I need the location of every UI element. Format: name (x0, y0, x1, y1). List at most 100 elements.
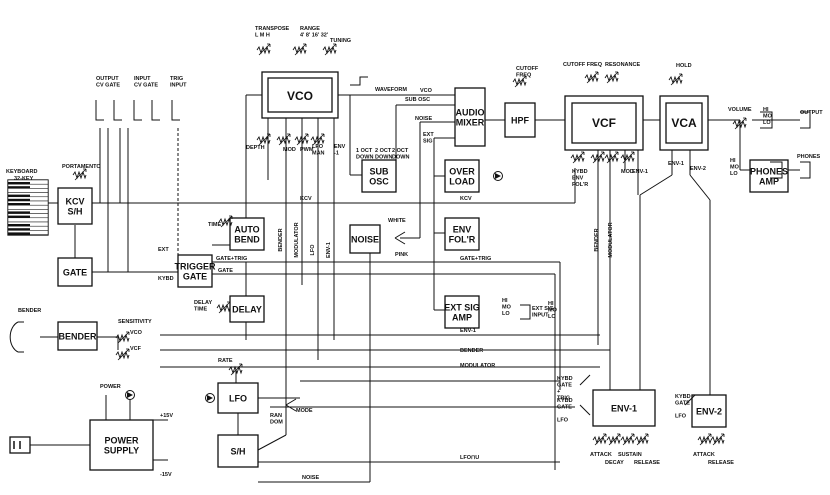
label-bender-vert2: BENDER (594, 228, 600, 251)
label-sens-vcf-0: VCF (130, 346, 142, 352)
env2-label-0: ENV-2 (696, 407, 722, 417)
pot-knob-icon (732, 117, 747, 130)
pot-knob-icon (604, 151, 619, 164)
pot-knob-icon (590, 151, 605, 164)
label-trig-input-0: TRIG (170, 76, 183, 82)
label-release-0: RELEASE (634, 460, 660, 466)
over-load-label-0: OVER (449, 167, 475, 177)
label-pink-0: PINK (395, 252, 408, 258)
label-kybd-gate-lfo-0: KYBD (557, 398, 573, 404)
label-delay-time-0: DELAY (194, 300, 212, 306)
label-env1-line-0: ENV-1 (460, 328, 476, 334)
label-hml2-2: LO (730, 171, 738, 177)
label-ran-dom-1: DOM (270, 420, 283, 426)
ext-sig-amp-label-0: EXT SIG (444, 303, 480, 313)
label-kybd-gate-lfo2-1: GATE (675, 401, 690, 407)
label-kcv-0: KCV (300, 196, 312, 202)
label-lfo-u-0: LFO⊓U (460, 455, 479, 461)
pot-knob-icon (276, 133, 291, 146)
label-lfo-man-1: MAN (312, 151, 325, 157)
pot-knob-icon (620, 151, 635, 164)
label-modulator-vert: MODULATOR (294, 222, 300, 257)
label-hi-mo-lo-ext-0: HI (502, 298, 508, 304)
label-oct-down2b-0: 2 OCT (392, 148, 409, 154)
audio-mixer-label-1: MIXER (456, 118, 485, 128)
label-noise-bottom-0: NOISE (302, 475, 319, 481)
signal-wires (30, 94, 800, 483)
label-env-minus1-0: ENV (334, 144, 346, 150)
label-trig-input-1: INPUT (170, 83, 187, 89)
label-input-jacks-0: INPUT (134, 76, 151, 82)
label-oct-down2b-1: DOWN (392, 155, 409, 161)
label-range-0: RANGE (300, 26, 320, 32)
label-lfo-vert: LFO (310, 244, 316, 256)
label-gate-trig-0: GATE+TRIG (216, 256, 247, 262)
label-gate-trig2-0: GATE+TRIG (460, 256, 491, 262)
pot-knob-icon (218, 215, 233, 228)
label-ext-sig-input-1: INPUT (532, 313, 549, 319)
label-noise-line-0: NOISE (415, 116, 432, 122)
label-attack-0: ATTACK (590, 452, 612, 458)
pot-knob-icon (606, 433, 621, 446)
pot-knob-icon (228, 363, 243, 376)
sub-osc-label-1: OSC (369, 177, 389, 187)
label-power-0: POWER (100, 384, 121, 390)
label-delay-time-1: TIME (194, 307, 207, 313)
label-bender-line-0: BENDER (460, 348, 483, 354)
gate-label-0: GATE (63, 268, 87, 278)
power-supply-label-1: SUPPLY (104, 446, 139, 456)
sh-block: S/H (217, 434, 259, 468)
vcf-block: VCF (564, 95, 644, 151)
env1-label-0: ENV-1 (611, 404, 637, 414)
vco-block: VCO (261, 71, 339, 119)
hpf-block: HPF (504, 102, 536, 138)
label-vco-out-0: VCO (420, 88, 433, 94)
label-oct-down2a-0: 2 OCT (375, 148, 392, 154)
pot-knob-icon (620, 433, 635, 446)
jacks (95, 76, 811, 416)
pot-knob-icon (216, 301, 231, 314)
label-kybd-gate-lfo2-0: KYBD (675, 394, 691, 400)
label-oct-down1-0: 1 OCT (356, 148, 373, 154)
pot-knob-icon (584, 71, 599, 84)
label-transpose-1: L M H (255, 33, 270, 39)
label-hml3-0: HI (548, 301, 554, 307)
pot-knob-icon (256, 43, 271, 56)
label-modulator-line-0: MODULATOR (460, 363, 495, 369)
label-cutoff-freq-hpf-1: FREQ (516, 73, 532, 79)
svg-text:KEYBOARD: KEYBOARD (6, 169, 38, 175)
lfo-block: LFO (217, 382, 259, 414)
env2-block: ENV-2 (691, 394, 727, 428)
label-hml2-0: HI (730, 158, 736, 164)
label-oct-down2a-1: DOWN (375, 155, 392, 161)
label-lfo-man-0: LFO (312, 144, 324, 150)
label-range-1: 4' 8' 16' 32' (300, 33, 329, 39)
pot-knob-icon (634, 433, 649, 446)
vco-title: VCO (287, 89, 313, 103)
pot-knob-icon (604, 71, 619, 84)
label-kybd-env-folr-2: FOL'R (572, 182, 588, 188)
hpf-label-0: HPF (511, 116, 530, 126)
label-input-jacks-1: CV GATE (134, 83, 158, 89)
label-env1-vert: ENV-1 (326, 242, 332, 258)
pot-knob-icon (668, 73, 683, 86)
label-ext-0: EXT (158, 247, 169, 253)
label-depth-0: DEPTH (246, 145, 265, 151)
label-kybd-gate-lfo2-3: LFO (675, 414, 687, 420)
delay-block: DELAY (229, 295, 265, 323)
label-modulator-vert2: MODULATOR (608, 222, 614, 257)
label-rate-0: RATE (218, 358, 233, 364)
label-volume-0: VOLUME (728, 107, 752, 113)
auto-bend-label-0: AUTO (234, 225, 259, 235)
pot-knob-icon (697, 433, 712, 446)
label-kybd-env-folr-0: KYBD (572, 169, 588, 175)
pot-knob-icon (570, 151, 585, 164)
label-cutoff-freq-hpf-0: CUTOFF (516, 66, 539, 72)
trigger-gate-label-0: TRIGGER (174, 262, 216, 272)
label-mod2-0: MOD (621, 169, 634, 175)
